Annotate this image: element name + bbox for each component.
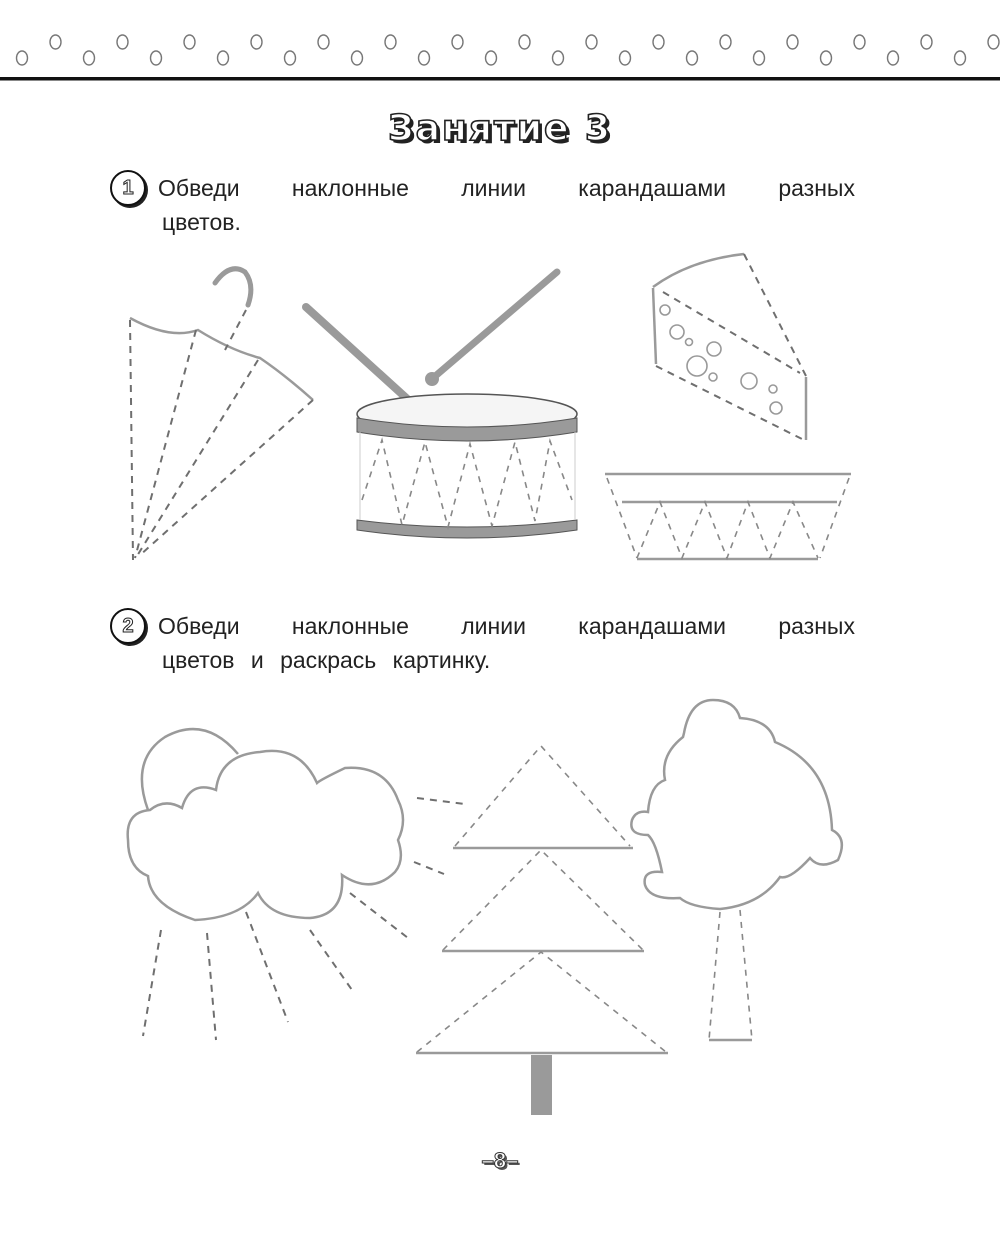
page-number: –8– [481, 1148, 519, 1174]
deciduous-tree-drawing[interactable] [630, 698, 844, 1042]
lesson-title: Занятие 3 [387, 107, 612, 150]
header-divider [0, 77, 1000, 80]
task-1-number-badge: 1 [110, 170, 146, 206]
sun-cloud-drawing[interactable] [126, 727, 466, 1041]
basket-drawing[interactable] [605, 472, 851, 561]
fir-tree-drawing[interactable] [416, 744, 668, 1115]
umbrella-drawing[interactable] [129, 266, 314, 561]
task-2-number-badge: 2 [110, 608, 146, 644]
cheese-drawing[interactable] [651, 252, 808, 441]
bead-border-decoration [15, 34, 1000, 66]
drum-drawing[interactable] [302, 268, 578, 539]
